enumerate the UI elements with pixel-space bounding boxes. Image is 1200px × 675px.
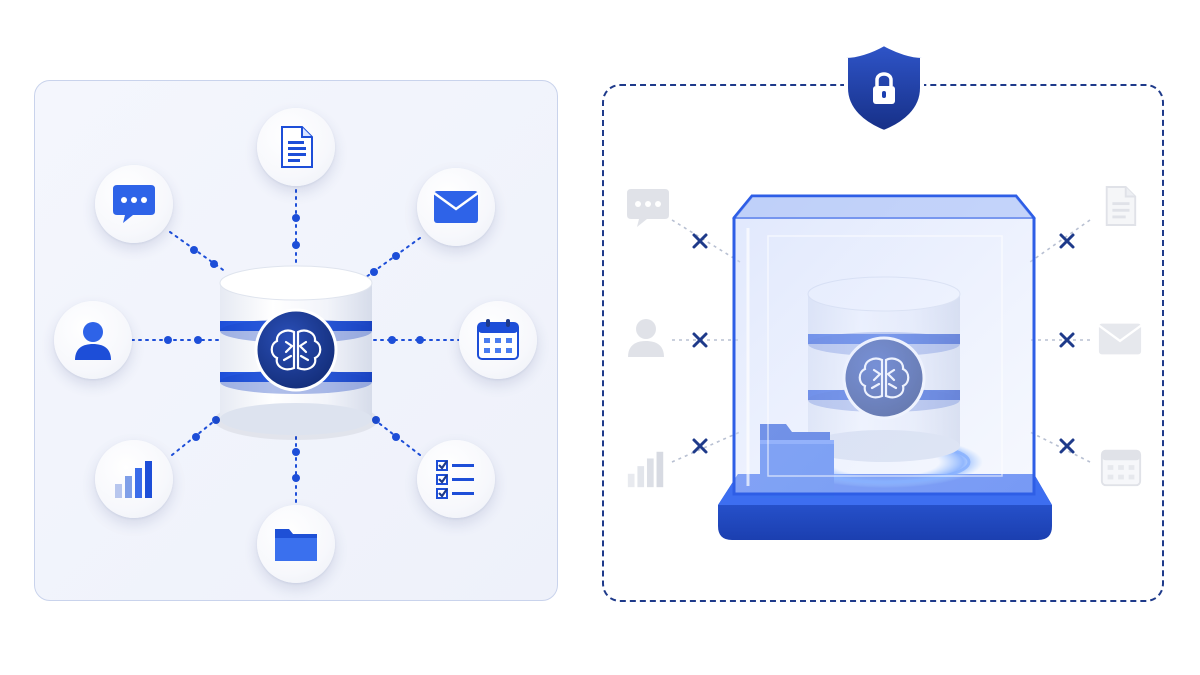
bar-chart-icon [115, 461, 152, 498]
chat-icon [113, 185, 155, 223]
calendar-icon [1100, 449, 1142, 487]
document-node [257, 108, 335, 186]
blocked-calendar-source [1098, 444, 1144, 490]
email-icon [433, 191, 479, 223]
chat-node [95, 165, 173, 243]
glass-case [731, 194, 1037, 496]
blocked-x-marks [692, 233, 1075, 454]
user-icon [75, 322, 111, 360]
folder-node [257, 505, 335, 583]
left-connector-dots [164, 214, 424, 482]
right-blocked-connectors [671, 219, 1091, 463]
blocked-bar-chart-source [624, 448, 668, 490]
bar-chart-node [95, 440, 173, 518]
document-icon [281, 126, 313, 168]
checklist-icon [436, 460, 474, 499]
x-mark-icon [692, 438, 708, 454]
chat-icon [627, 189, 669, 227]
email-icon [1098, 323, 1142, 355]
email-node [417, 168, 495, 246]
blocked-user-source [624, 315, 668, 359]
left-database-hub [214, 265, 378, 440]
calendar-node [459, 301, 537, 379]
blocked-document-source [1100, 182, 1140, 230]
blocked-email-source [1096, 320, 1144, 358]
brain-icon [270, 329, 322, 371]
user-icon [628, 319, 664, 357]
document-icon [1105, 186, 1137, 226]
x-mark-icon [692, 233, 708, 249]
x-mark-icon [1059, 438, 1075, 454]
folder-icon [275, 529, 317, 561]
blocked-chat-source [624, 186, 672, 230]
shield-lock-icon [844, 41, 924, 135]
calendar-icon [477, 319, 519, 360]
user-node [54, 301, 132, 379]
x-mark-icon [692, 332, 708, 348]
x-mark-icon [1059, 332, 1075, 348]
x-mark-icon [1059, 233, 1075, 249]
bar-chart-icon [627, 451, 664, 488]
checklist-node [417, 440, 495, 518]
